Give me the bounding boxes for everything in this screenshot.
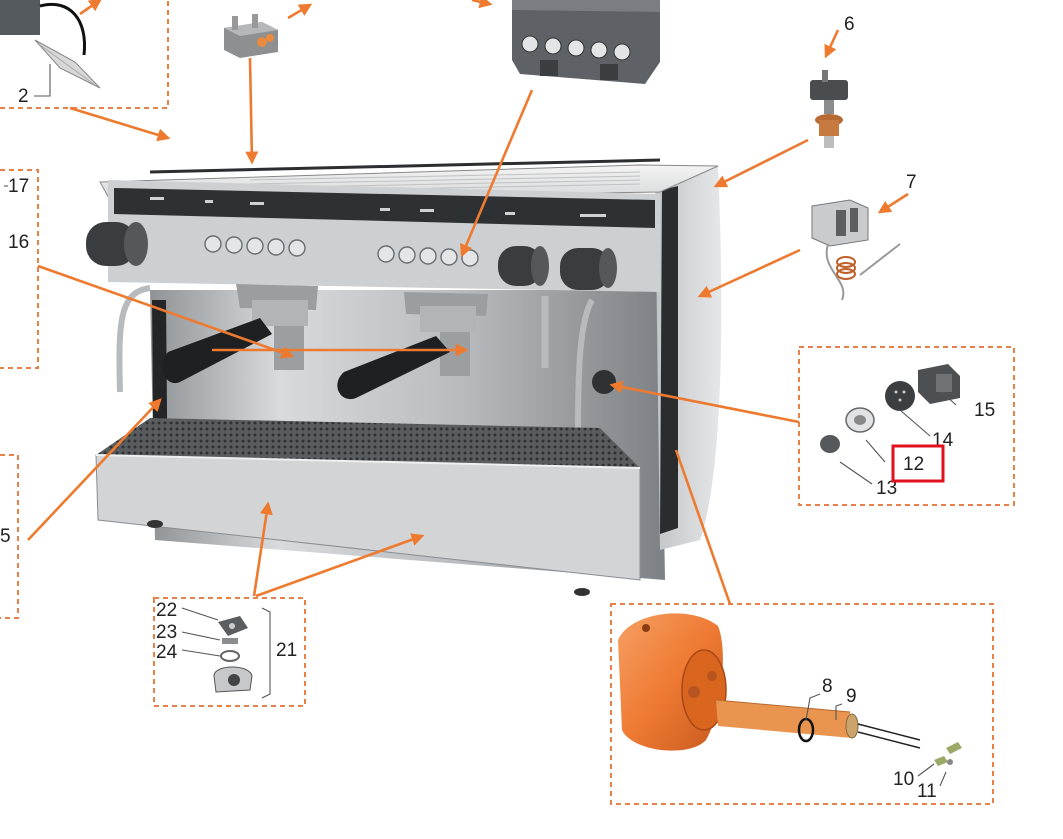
callout-11: 11 [917, 781, 937, 802]
callout-5: 5 [0, 526, 11, 547]
thermostat-part-7 [811, 199, 901, 301]
frame-left-group-5 [0, 454, 19, 619]
callout-23: 23 [156, 622, 177, 643]
control-keypad-module [512, 0, 660, 84]
steam-knob-left [86, 222, 148, 266]
frame-group-12-15 [798, 346, 1015, 506]
callout-21: 21 [276, 640, 297, 661]
callout-12: 12 [903, 454, 924, 475]
callout-9: 9 [846, 686, 857, 707]
steam-knob-center [498, 246, 549, 286]
espresso-machine [86, 158, 722, 596]
frame-left-group-16-17 [0, 169, 39, 369]
callout-15: 15 [974, 400, 995, 421]
frame-boiler-group [610, 603, 994, 805]
drip-tray-grate [96, 418, 640, 468]
portafilter-handle-right [337, 336, 450, 400]
callout-8: 8 [822, 676, 833, 697]
callout-numbers: 2 17 16 5 6 7 15 14 12 13 22 23 24 21 8 … [0, 14, 995, 802]
callout-10: 10 [893, 769, 914, 790]
valve-parts-12-15 [820, 364, 960, 453]
callout-6: 6 [844, 14, 855, 35]
highlight-box-callout-12 [891, 444, 945, 483]
water-tap-knob [592, 370, 616, 394]
callout-24: 24 [156, 642, 178, 663]
callout-22: 22 [156, 600, 177, 621]
drip-tray [95, 454, 641, 581]
terminal-block-part [224, 14, 278, 58]
callout-7: 7 [906, 172, 917, 193]
frame-top-left-group [0, 0, 169, 109]
steam-wand-right [575, 298, 595, 429]
steam-knob-right [560, 248, 617, 290]
callout-16: 16 [8, 232, 29, 253]
callout-leader-lines [4, 64, 957, 787]
callout-13: 13 [876, 478, 897, 499]
pointer-arrows [27, 0, 909, 605]
callout-17: 17 [8, 176, 29, 197]
frame-group-21-24 [153, 597, 306, 707]
drain-parts-21-24 [213, 616, 253, 693]
pressure-switch-part-6 [810, 70, 848, 148]
cable-connector-part [0, 0, 101, 89]
steam-wand-left [116, 285, 151, 393]
boiler-heater-part [618, 613, 962, 766]
callout-2: 2 [18, 86, 29, 107]
